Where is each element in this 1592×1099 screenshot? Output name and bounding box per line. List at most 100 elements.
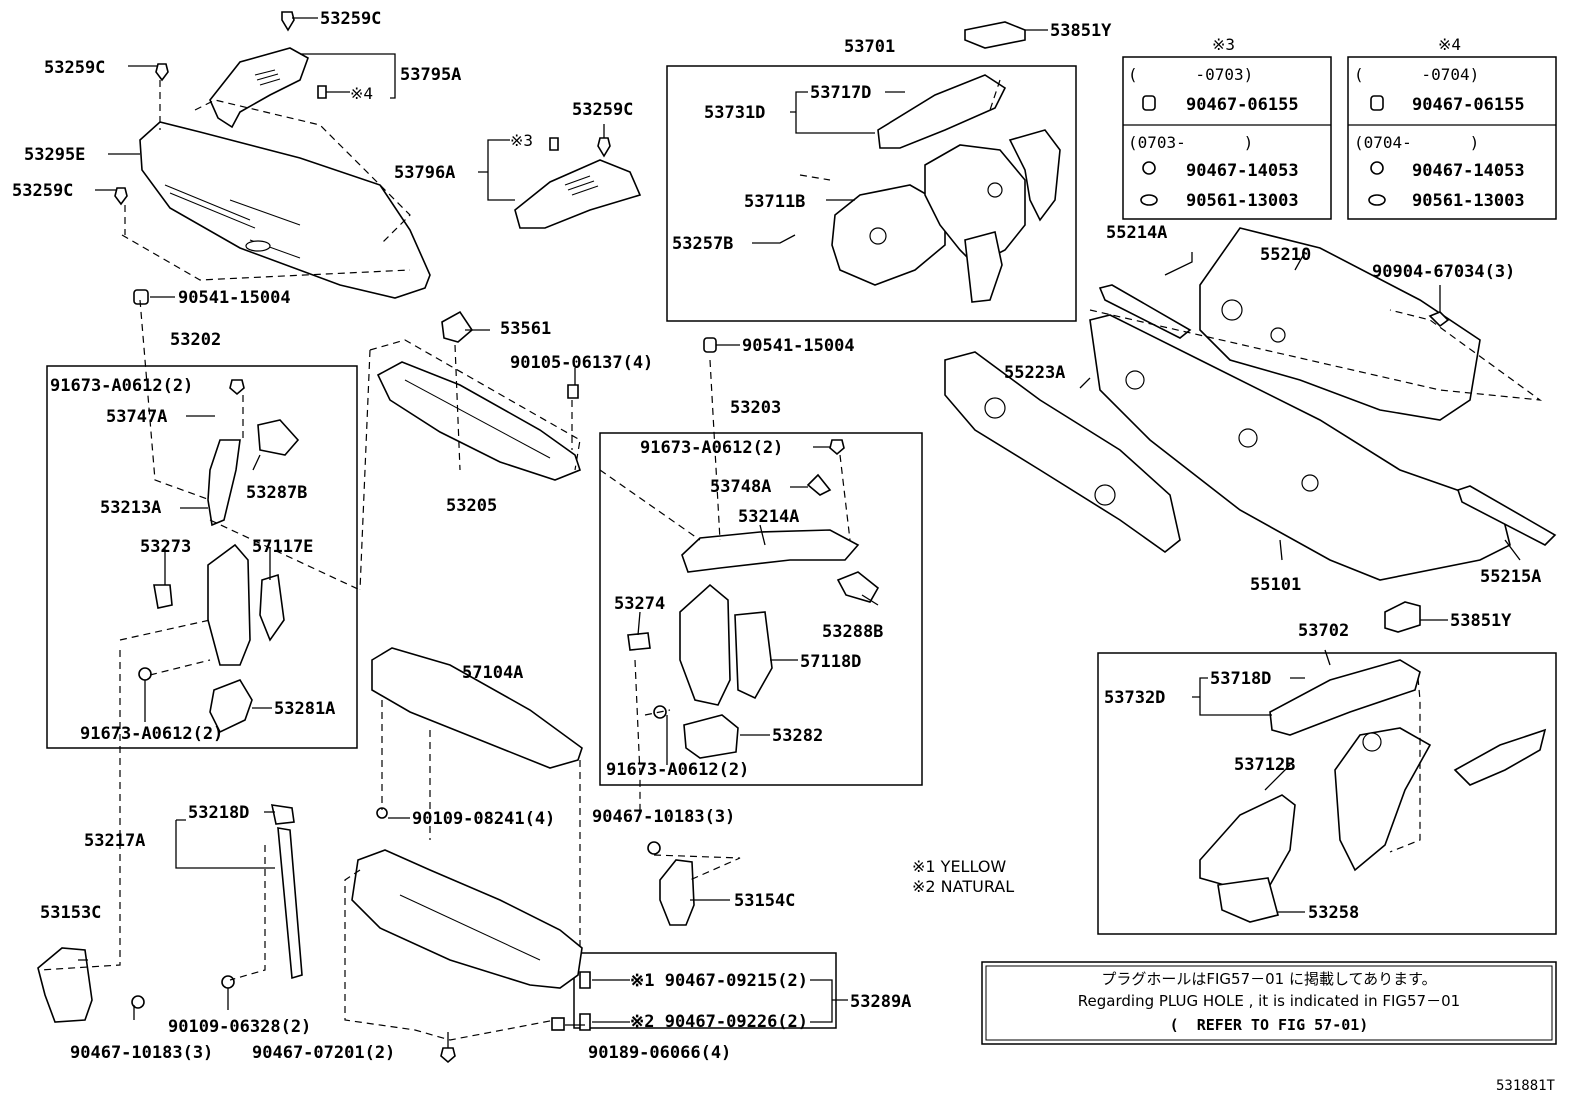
part-53851y-top xyxy=(964,21,1026,49)
label-57104a: 57104A xyxy=(462,663,523,683)
part-55101 xyxy=(1089,314,1511,581)
label-53561: 53561 xyxy=(500,319,551,339)
label-53214a: 53214A xyxy=(738,507,799,527)
label-53851y-a: 53851Y xyxy=(1050,21,1112,41)
figure-id: 531881T xyxy=(1496,1078,1556,1094)
label-53796a: 53796A xyxy=(394,163,455,183)
part-53561 xyxy=(441,310,474,343)
label-55223a: 55223A xyxy=(1004,363,1065,383)
table4-row1-range: ( -0704) xyxy=(1354,65,1479,84)
part-53218d xyxy=(270,804,295,825)
label-53747a: 53747A xyxy=(106,407,167,427)
label-90467-10183-b: 90467-10183(3) xyxy=(70,1043,213,1063)
part-53796a xyxy=(514,159,642,229)
label-90109-06328: 90109-06328(2) xyxy=(168,1017,311,1037)
label-90904-67034: 90904-67034(3) xyxy=(1372,262,1515,282)
label-90541-15004-a: 90541-15004 xyxy=(178,288,291,308)
legend-natural: ※2 NATURAL xyxy=(912,877,1014,896)
part-55210 xyxy=(1199,227,1481,421)
label-90109-08241: 90109-08241(4) xyxy=(412,809,555,829)
label-53218d: 53218D xyxy=(188,803,249,823)
table3-header: ※3 xyxy=(1212,35,1235,54)
label-91673-a0612-c: 91673-A0612(2) xyxy=(640,438,783,458)
table4-row2-range: (0704- ) xyxy=(1354,133,1479,152)
table3-row2-range: (0703- ) xyxy=(1128,133,1253,152)
plug-note-line1: プラグホールはFIG57－01 に掲載してあります。 xyxy=(1101,970,1436,988)
table3-row2-part-b: 90561-13003 xyxy=(1186,191,1299,211)
label-53153c: 53153C xyxy=(40,903,101,923)
label-53213a: 53213A xyxy=(100,498,161,518)
label-53711b: 53711B xyxy=(744,192,805,212)
label-91673-a0612-b: 91673-A0612(2) xyxy=(80,724,223,744)
table-note4 xyxy=(1347,56,1557,220)
group-box-53702 xyxy=(1097,652,1557,935)
label-53287b: 53287B xyxy=(246,483,307,503)
fastener-icons xyxy=(114,11,1450,1064)
part-55223a xyxy=(944,351,1181,554)
label-53258: 53258 xyxy=(1308,903,1359,923)
plug-note-line2: Regarding PLUG HOLE , it is indicated in… xyxy=(1078,992,1460,1010)
table3-row1-range: ( -0703) xyxy=(1128,65,1253,84)
table4-header: ※4 xyxy=(1438,35,1461,54)
label-90105-06137: 90105-06137(4) xyxy=(510,353,653,373)
group-box-53289a xyxy=(573,952,837,1029)
plug-hole-note xyxy=(981,961,1557,1045)
label-53701: 53701 xyxy=(844,37,895,57)
group-box-53202 xyxy=(46,365,358,749)
label-55214a: 55214A xyxy=(1106,223,1167,243)
label-53205: 53205 xyxy=(446,496,497,516)
part-53203-group xyxy=(627,473,880,759)
table3-row2-part-a: 90467-14053 xyxy=(1186,161,1299,181)
label-53217a: 53217A xyxy=(84,831,145,851)
label-53748a: 53748A xyxy=(710,477,771,497)
part-53795a xyxy=(209,47,309,129)
label-91673-a0612-d: 91673-A0612(2) xyxy=(606,760,749,780)
part-53202-group xyxy=(153,419,300,734)
label-note4-a: ※4 xyxy=(350,84,373,103)
table3-row1-part: 90467-06155 xyxy=(1186,95,1299,115)
part-55215a xyxy=(1456,485,1557,546)
table4-row1-part: 90467-06155 xyxy=(1412,95,1525,115)
label-53731d: 53731D xyxy=(704,103,765,123)
label-57117e: 57117E xyxy=(252,537,313,557)
label-57118d: 57118D xyxy=(800,652,861,672)
part-55214a xyxy=(1098,284,1192,339)
label-91673-a0612-a: 91673-A0612(2) xyxy=(50,376,193,396)
part-53154c xyxy=(659,859,695,926)
label-53281a: 53281A xyxy=(274,699,335,719)
label-53259c-b: 53259C xyxy=(44,58,105,78)
label-53712b: 53712B xyxy=(1234,755,1295,775)
plug-note-line3: ( REFER TO FIG 57-01) xyxy=(1170,1016,1369,1034)
label-53732d: 53732D xyxy=(1104,688,1165,708)
label-53273: 53273 xyxy=(140,537,191,557)
label-53718d: 53718D xyxy=(1210,669,1271,689)
label-90467-10183-a: 90467-10183(3) xyxy=(592,807,735,827)
label-53259c-c: 53259C xyxy=(12,181,73,201)
table4-row2-part-b: 90561-13003 xyxy=(1412,191,1525,211)
label-53257b: 53257B xyxy=(672,234,733,254)
part-57104a xyxy=(371,647,583,769)
label-note3-a: ※3 xyxy=(510,131,533,150)
leader-lines xyxy=(78,17,1521,1048)
label-55210: 55210 xyxy=(1260,245,1311,265)
label-53202: 53202 xyxy=(170,330,221,350)
group-box-53701 xyxy=(666,65,1077,322)
label-53295e: 53295E xyxy=(24,145,85,165)
label-53282: 53282 xyxy=(772,726,823,746)
part-53205 xyxy=(376,361,581,481)
part-53851y-right xyxy=(1384,601,1421,633)
table4-row2-part-a: 90467-14053 xyxy=(1412,161,1525,181)
label-53717d: 53717D xyxy=(810,83,871,103)
part-53153c xyxy=(37,947,93,1023)
label-90467-09226: ※2 90467-09226(2) xyxy=(630,1012,808,1032)
label-53203: 53203 xyxy=(730,398,781,418)
label-90541-15004-b: 90541-15004 xyxy=(742,336,855,356)
label-53259c-d: 53259C xyxy=(572,100,633,120)
label-55215a: 55215A xyxy=(1480,567,1541,587)
label-53154c: 53154C xyxy=(734,891,795,911)
table-note3 xyxy=(1122,56,1332,220)
label-90467-09215: ※1 90467-09215(2) xyxy=(630,971,808,991)
label-53795a: 53795A xyxy=(400,65,461,85)
part-53289a xyxy=(351,849,583,989)
